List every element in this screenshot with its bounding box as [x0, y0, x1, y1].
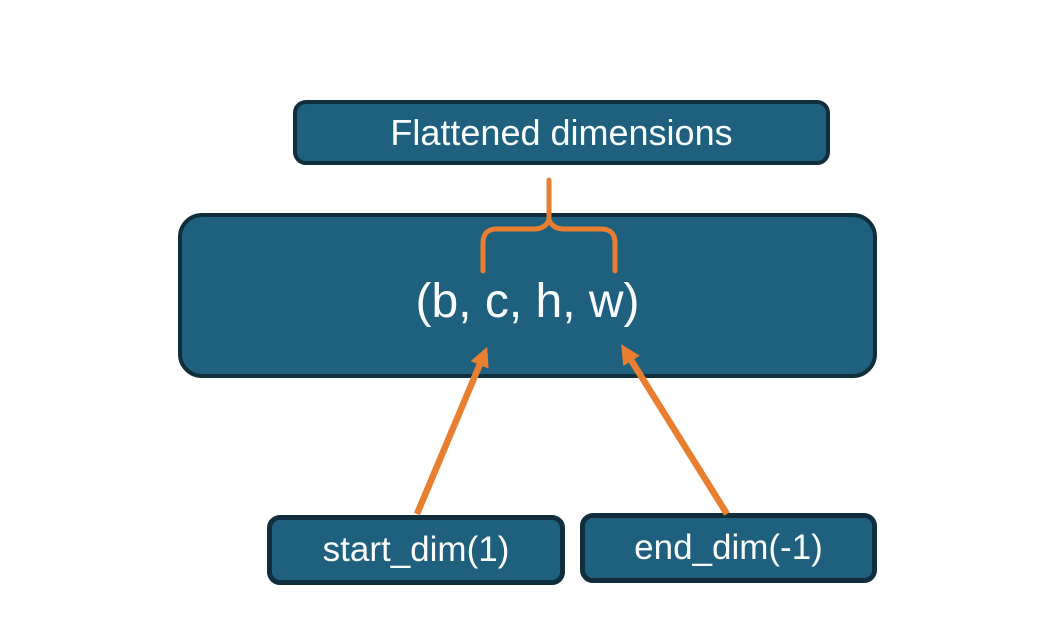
end-dim-arrow — [621, 344, 730, 516]
start-dim-label: start_dim(1) — [322, 530, 510, 569]
tensor-shape-box: (b, c, h, w) — [178, 213, 877, 378]
start-dim-box: start_dim(1) — [267, 515, 565, 585]
flattened-dimensions-box: Flattened dimensions — [293, 100, 830, 165]
end-dim-box: end_dim(-1) — [580, 513, 877, 583]
tensor-shape-label: (b, c, h, w) — [415, 275, 640, 328]
end-dim-label: end_dim(-1) — [634, 528, 823, 567]
flattened-dimensions-label: Flattened dimensions — [390, 111, 733, 153]
start-dim-arrow — [414, 346, 489, 516]
